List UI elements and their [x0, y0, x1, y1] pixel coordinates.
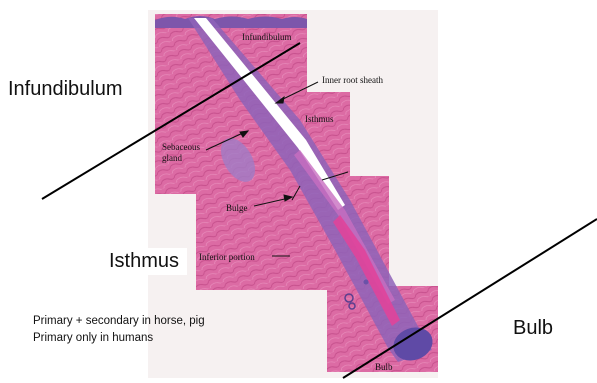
tissue-panel-top-left	[155, 14, 210, 194]
label-infundibulum-figure: Infundibulum	[242, 32, 292, 42]
bulb-label: Bulb	[513, 317, 553, 340]
label-sebaceous-gland-line2: gland	[162, 153, 182, 163]
note-line-1: Primary + secondary in horse, pig	[33, 313, 205, 330]
label-sebaceous-gland-line1: Sebaceous	[162, 142, 200, 152]
note-line-2: Primary only in humans	[33, 330, 205, 347]
infundibulum-label: Infundibulum	[8, 78, 123, 101]
label-inner-root-sheath: Inner root sheath	[322, 75, 383, 85]
label-bulb-figure: Bulb	[375, 362, 393, 372]
accessory-circle	[364, 280, 369, 285]
label-inferior-portion: Inferior portion	[199, 252, 255, 262]
tissue-panel-lower-left	[196, 190, 326, 290]
label-isthmus-figure: Isthmus	[305, 114, 334, 124]
isthmus-label: Isthmus	[101, 248, 187, 275]
label-bulge: Bulge	[226, 203, 248, 213]
species-notes: Primary + secondary in horse, pig Primar…	[33, 313, 205, 347]
